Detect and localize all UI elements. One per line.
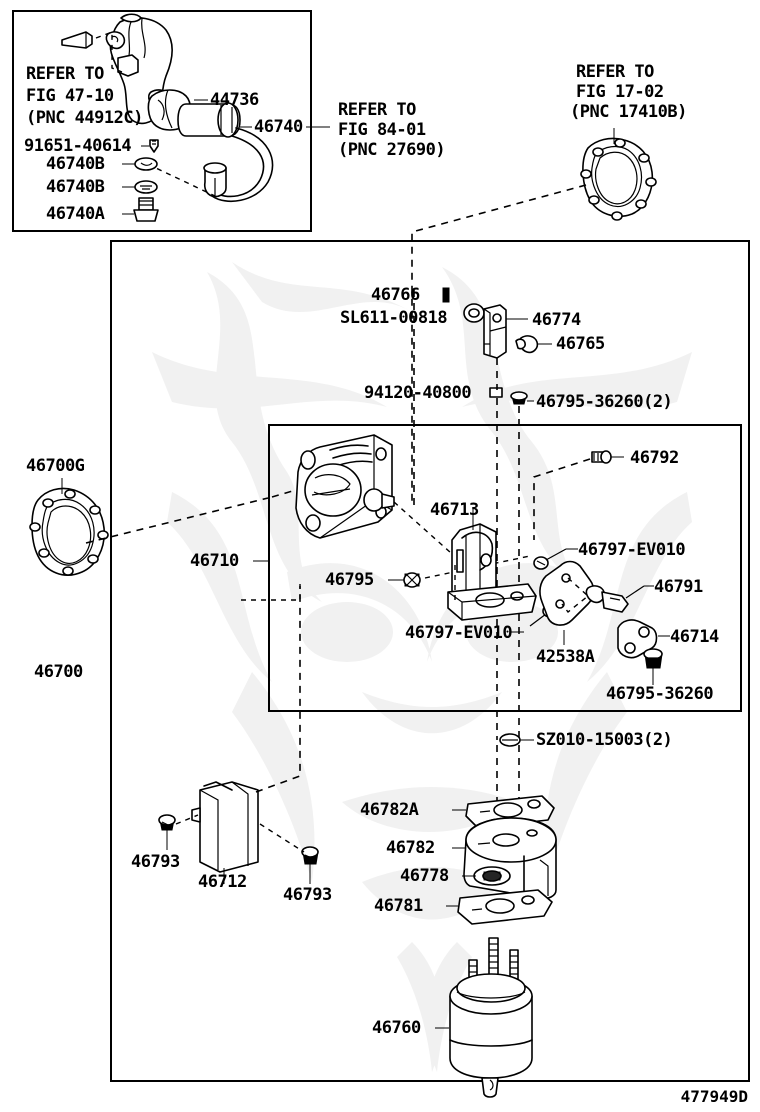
refer-fig-84-01-line1: REFER TO: [338, 100, 416, 120]
part-number-46700g: 46700G: [26, 456, 85, 476]
part-number-sl611-00818: SL611-00818: [340, 308, 448, 328]
refer-17-line3: (PNC 17410B): [570, 102, 687, 122]
refer-17-line1: REFER TO: [576, 62, 654, 82]
part-label-46700g: 46700G: [26, 456, 85, 476]
part-number-46712: 46712: [198, 872, 247, 892]
refer-fig-17-02-line3: (PNC 17410B): [570, 102, 687, 122]
part-number-46782a: 46782A: [360, 800, 419, 820]
part-label-46797-ev010-lower: 46797-EV010: [405, 623, 513, 643]
part-number-46714: 46714: [670, 627, 719, 647]
part-label-46782a: 46782A: [360, 800, 419, 820]
part-number-46710: 46710: [190, 551, 239, 571]
part-label-94120-40800: 94120-40800: [364, 383, 472, 403]
part-label-44736: 44736: [210, 90, 259, 110]
inset-box-frame: [12, 10, 312, 232]
part-number-46797-ev010-upper: 46797-EV010: [578, 540, 686, 560]
part-label-46792: 46792: [630, 448, 679, 468]
part-number-46760: 46760: [372, 1018, 421, 1038]
part-label-46765: 46765: [556, 334, 605, 354]
part-number-46791: 46791: [654, 577, 703, 597]
part-number-94120-40800: 94120-40800: [364, 383, 472, 403]
part-number-46740a: 46740A: [46, 204, 105, 224]
part-label-46774: 46774: [532, 310, 581, 330]
part-number-46793-left: 46793: [131, 852, 180, 872]
part-label-46712: 46712: [198, 872, 247, 892]
part-number-46700: 46700: [34, 662, 83, 682]
refer-fig-84-01-line2: FIG 84-01: [338, 120, 426, 140]
part-number-46795-36260-2: 46795-36260(2): [536, 392, 673, 412]
part-label-46797-ev010-upper: 46797-EV010: [578, 540, 686, 560]
part-label-46795-36260: 46795-36260: [606, 684, 714, 704]
part-number-sz010-15003: SZ010-15003(2): [536, 730, 673, 750]
part-label-46700: 46700: [34, 662, 83, 682]
part-label-46795: 46795: [325, 570, 374, 590]
refer-fig-47-10-label: REFER TO: [26, 64, 104, 85]
part-label-46740b-lower: 46740B: [46, 177, 105, 197]
part-number-46740: 46740: [254, 117, 303, 137]
part-number-46740b-2: 46740B: [46, 177, 105, 197]
refer-fig-17-02-line1: REFER TO: [576, 62, 654, 82]
refer-84-line2: FIG 84-01: [338, 120, 426, 140]
part-label-46760: 46760: [372, 1018, 421, 1038]
part-number-46774: 46774: [532, 310, 581, 330]
refer-fig-47-10-line3: (PNC 44912C): [26, 108, 143, 129]
part-label-46793-left: 46793: [131, 852, 180, 872]
part-number-46782: 46782: [386, 838, 435, 858]
part-number-46795: 46795: [325, 570, 374, 590]
part-label-46713: 46713: [430, 500, 479, 520]
refer-17-line2: FIG 17-02: [576, 82, 664, 102]
refer-47-line2: FIG 47-10: [26, 86, 114, 106]
part-label-46791: 46791: [654, 577, 703, 597]
part-number-42538a: 42538A: [536, 647, 595, 667]
part-number-91651-40614: 91651-40614: [24, 136, 132, 156]
part-number-46795-36260: 46795-36260: [606, 684, 714, 704]
part-label-46740: 46740: [254, 117, 303, 137]
part-number-46792: 46792: [630, 448, 679, 468]
part-number-46765: 46765: [556, 334, 605, 354]
refer-fig-47-10-line2: FIG 47-10: [26, 86, 114, 107]
part-number-44736: 44736: [210, 90, 259, 110]
part-label-46714: 46714: [670, 627, 719, 647]
part-number-46781: 46781: [374, 896, 423, 916]
part-label-46740b-upper: 46740B: [46, 154, 105, 174]
part-label-46740a: 46740A: [46, 204, 105, 224]
part-label-91651-40614: 91651-40614: [24, 136, 132, 156]
part-label-46710: 46710: [190, 551, 239, 571]
part-label-sl611-00818: SL611-00818: [340, 308, 448, 328]
part-label-46781: 46781: [374, 896, 423, 916]
part-number-46793-right: 46793: [283, 885, 332, 905]
part-number-46797-ev010-lower: 46797-EV010: [405, 623, 513, 643]
part-label-sz010-15003: SZ010-15003(2): [536, 730, 673, 750]
refer-84-line3: (PNC 27690): [338, 140, 446, 160]
part-label-46793-right: 46793: [283, 885, 332, 905]
refer-47-line3: (PNC 44912C): [26, 108, 143, 128]
part-number-46766: 46766: [371, 285, 420, 305]
refer-84-line1: REFER TO: [338, 100, 416, 120]
part-label-46766: 46766: [371, 285, 420, 305]
refer-fig-17-02-line2: FIG 17-02: [576, 82, 664, 102]
part-number-46778: 46778: [400, 866, 449, 886]
part-label-46795-36260-2: 46795-36260(2): [536, 392, 673, 412]
diagram-id-label: 477949D: [680, 1087, 748, 1106]
part-label-42538a: 42538A: [536, 647, 595, 667]
part-label-46782: 46782: [386, 838, 435, 858]
refer-47-line1: REFER TO: [26, 64, 104, 84]
part-label-46778: 46778: [400, 866, 449, 886]
part-number-46713: 46713: [430, 500, 479, 520]
part-number-46740b-1: 46740B: [46, 154, 105, 174]
refer-fig-84-01-line3: (PNC 27690): [338, 140, 446, 160]
